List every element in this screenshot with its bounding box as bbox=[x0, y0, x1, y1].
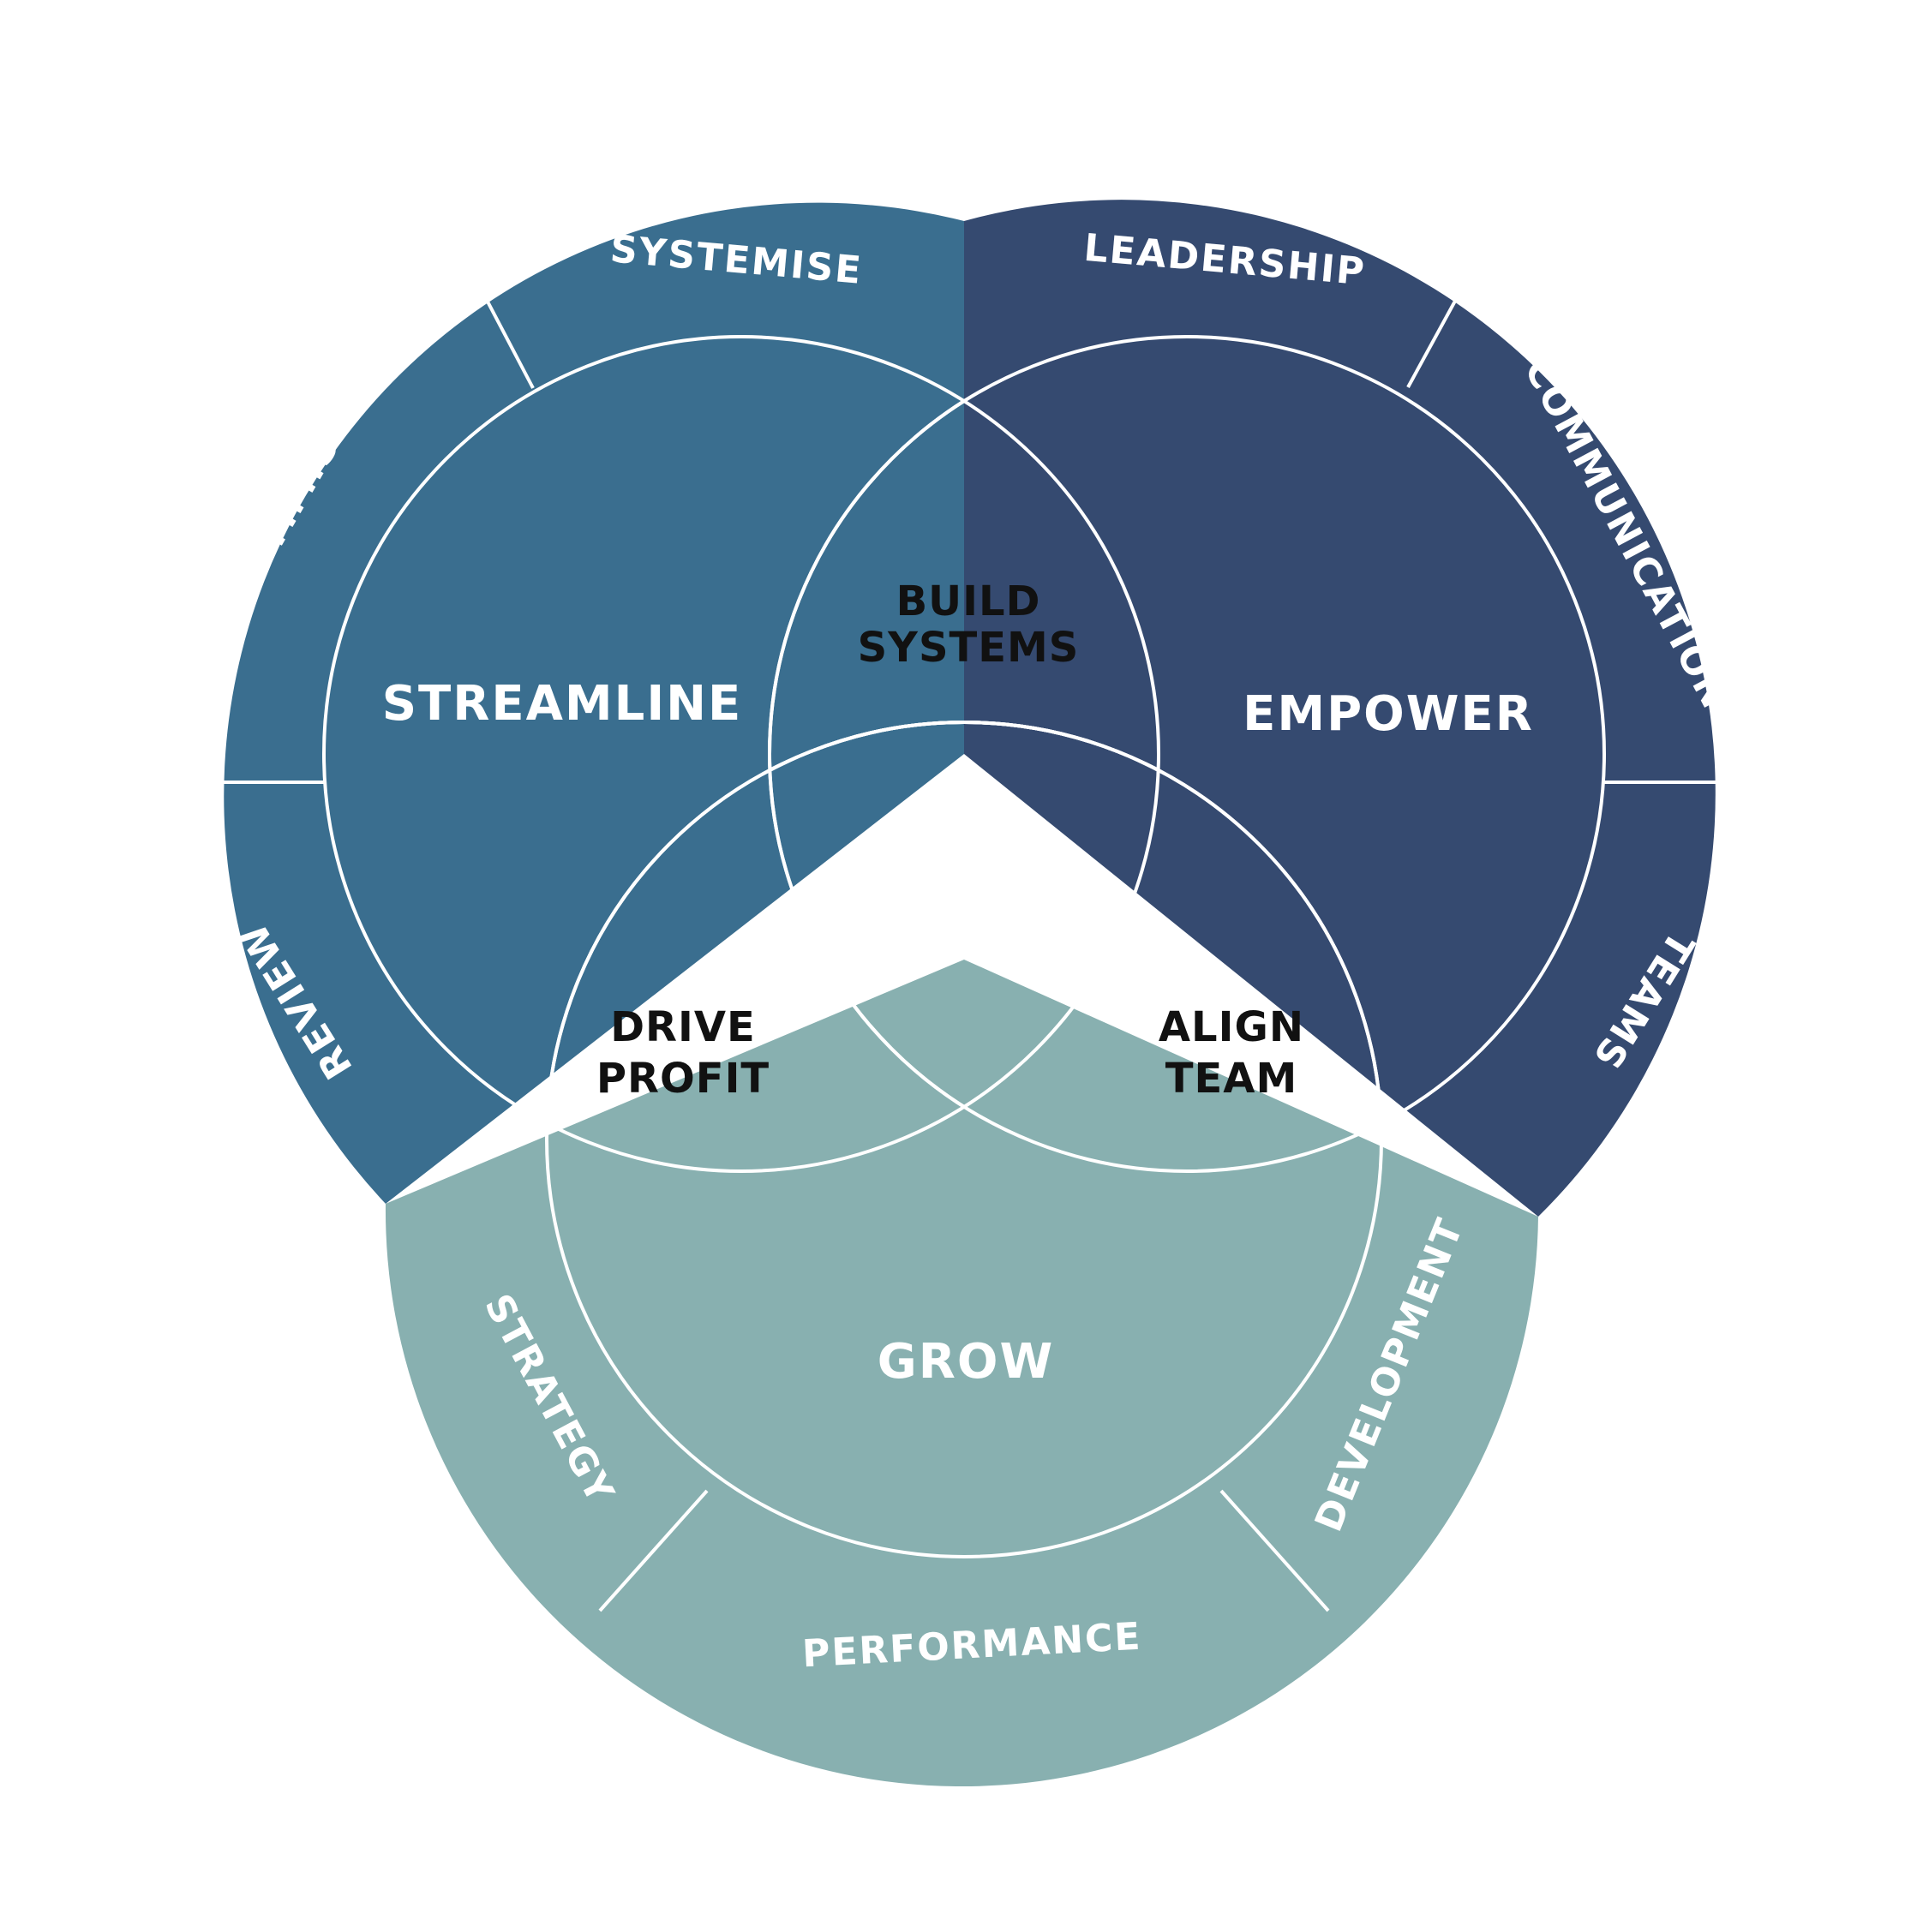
outer-ring-streamline bbox=[224, 202, 964, 1205]
outer-ring-empower-shape bbox=[964, 200, 1716, 1217]
overlap-build-systems-clip bbox=[768, 337, 1604, 1171]
circle-streamline[interactable] bbox=[322, 335, 1160, 1173]
synergy-region[interactable] bbox=[547, 721, 1381, 1557]
label-synergy: SYNERGY bbox=[818, 897, 1118, 960]
outer-ring-empower bbox=[964, 200, 1716, 1217]
label-drive: DRIVE bbox=[610, 1003, 756, 1051]
label-grow: GROW bbox=[878, 1334, 1054, 1390]
label-streamline: STREAMLINE bbox=[382, 676, 743, 732]
label-empower: EMPOWER bbox=[1243, 686, 1534, 742]
label-team: TEAM bbox=[1165, 1055, 1297, 1103]
divider-leadership-communication bbox=[1406, 237, 1491, 388]
divider-systemise-optimise bbox=[450, 232, 535, 389]
outer-ring-streamline-shape bbox=[224, 202, 964, 1205]
divider-performance-development bbox=[1219, 1489, 1330, 1612]
label-profit: PROFIT bbox=[596, 1055, 770, 1103]
overlap-build-systems[interactable] bbox=[768, 337, 1604, 1171]
divider-strategy-performance bbox=[598, 1489, 709, 1612]
label-align: ALIGN bbox=[1159, 1003, 1304, 1051]
label-systems: SYSTEMS bbox=[858, 624, 1080, 672]
synergy-clip-b bbox=[547, 721, 1381, 1557]
label-build: BUILD bbox=[896, 577, 1041, 625]
synergy-clip-a bbox=[547, 721, 1381, 1557]
